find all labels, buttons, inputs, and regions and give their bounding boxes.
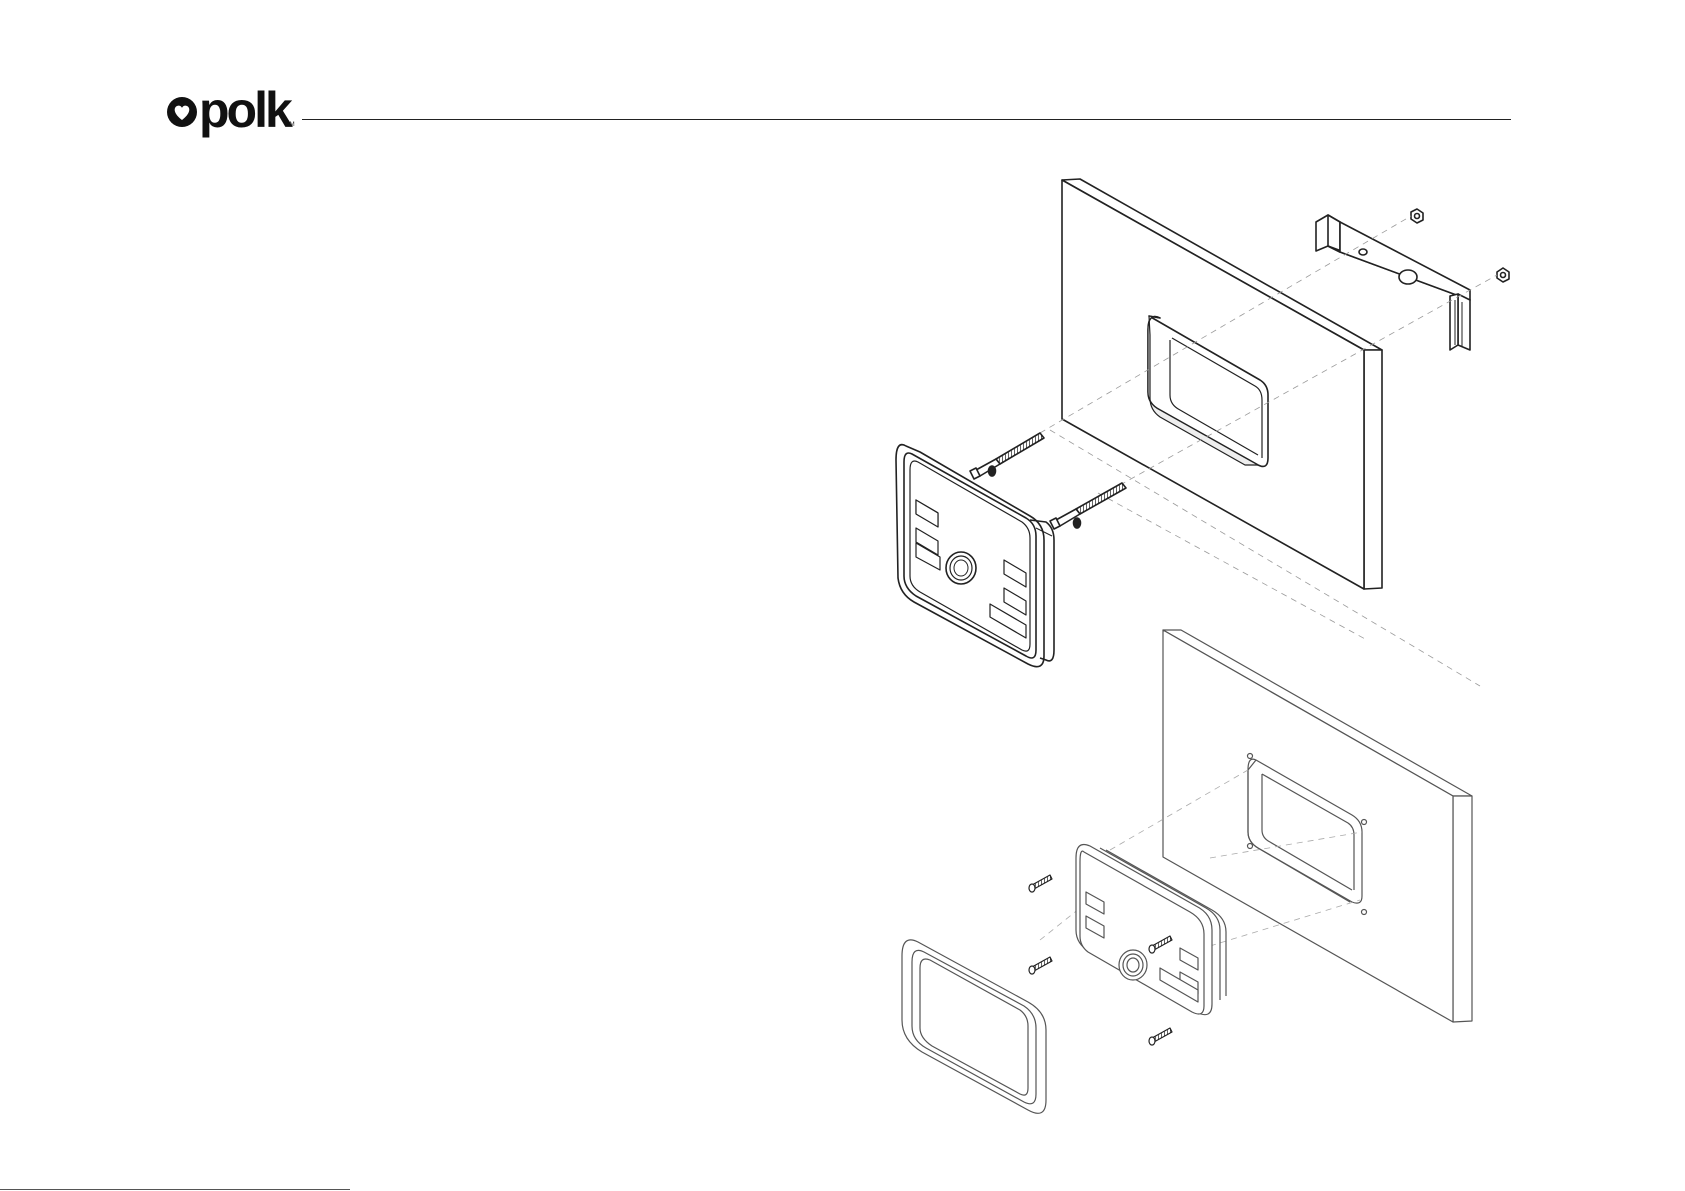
footer-divider (0, 1189, 350, 1190)
nut-upper (1411, 209, 1423, 223)
screw-lower-left (1029, 957, 1052, 974)
flush-mount-exploded-view (902, 630, 1472, 1113)
nut-lower (1497, 268, 1509, 282)
screw-lower-right (1149, 1028, 1172, 1045)
screw-upper-left (1029, 875, 1052, 892)
threaded-stud-upper (970, 433, 1044, 479)
threaded-stud-lower (1050, 483, 1126, 529)
bracket-mount-exploded-view (896, 179, 1509, 686)
front-bezel (902, 940, 1046, 1113)
washer-upper (989, 466, 996, 476)
washer-lower (1074, 518, 1081, 528)
